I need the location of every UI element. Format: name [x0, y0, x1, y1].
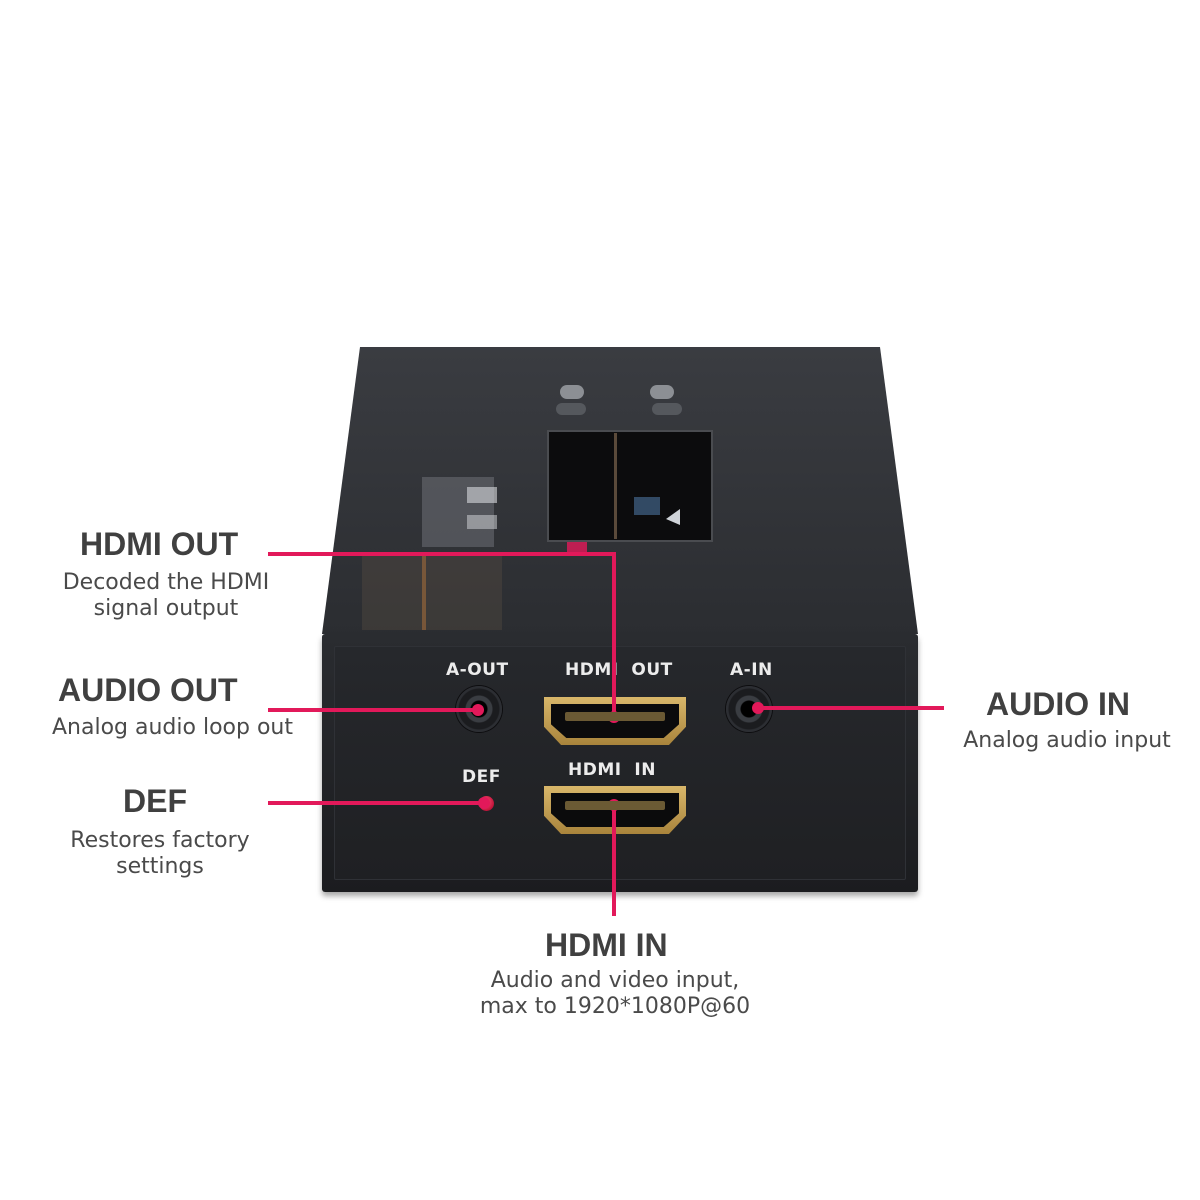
hdmi-out-leader-v [612, 552, 616, 718]
device-front-panel: A-OUT HDMI OUT A-IN DEF HDMI IN [322, 634, 918, 892]
callout-title-audio-in: AUDIO IN [986, 686, 1130, 722]
def-leader [268, 801, 484, 805]
callout-title-hdmi-in: HDMI IN [545, 927, 668, 963]
audio-in-leader-dot [752, 702, 764, 714]
callout-desc-def: Restores factory settings [70, 828, 250, 879]
audio-out-leader-dot [472, 704, 484, 716]
callout-title-audio-out: AUDIO OUT [58, 672, 238, 708]
audio-in-leader [758, 706, 944, 710]
callout-desc-hdmi-out: Decoded the HDMI signal output [62, 570, 270, 621]
port-label-hdmi-in: HDMI IN [568, 760, 656, 780]
device-top-surface [322, 347, 918, 634]
port-label-def: DEF [462, 767, 501, 787]
port-label-a-in: A-IN [730, 660, 773, 680]
hdmi-in-tongue [565, 801, 665, 810]
front-face [334, 646, 906, 880]
callout-title-hdmi-out: HDMI OUT [80, 526, 239, 562]
hdmi-out-tongue [565, 712, 665, 721]
def-leader-dot [478, 797, 490, 809]
port-label-a-out: A-OUT [446, 660, 509, 680]
hdmi-in-leader [612, 804, 616, 916]
callout-desc-audio-out: Analog audio loop out [52, 715, 293, 740]
port-label-hdmi-out: HDMI OUT [565, 660, 673, 680]
hdmi-out-leader-h [268, 552, 615, 556]
callout-title-def: DEF [123, 783, 187, 819]
callout-desc-audio-in: Analog audio input [963, 728, 1171, 753]
callout-desc-hdmi-in: Audio and video input, max to 1920*1080P… [479, 968, 751, 1019]
audio-out-leader [268, 708, 478, 712]
